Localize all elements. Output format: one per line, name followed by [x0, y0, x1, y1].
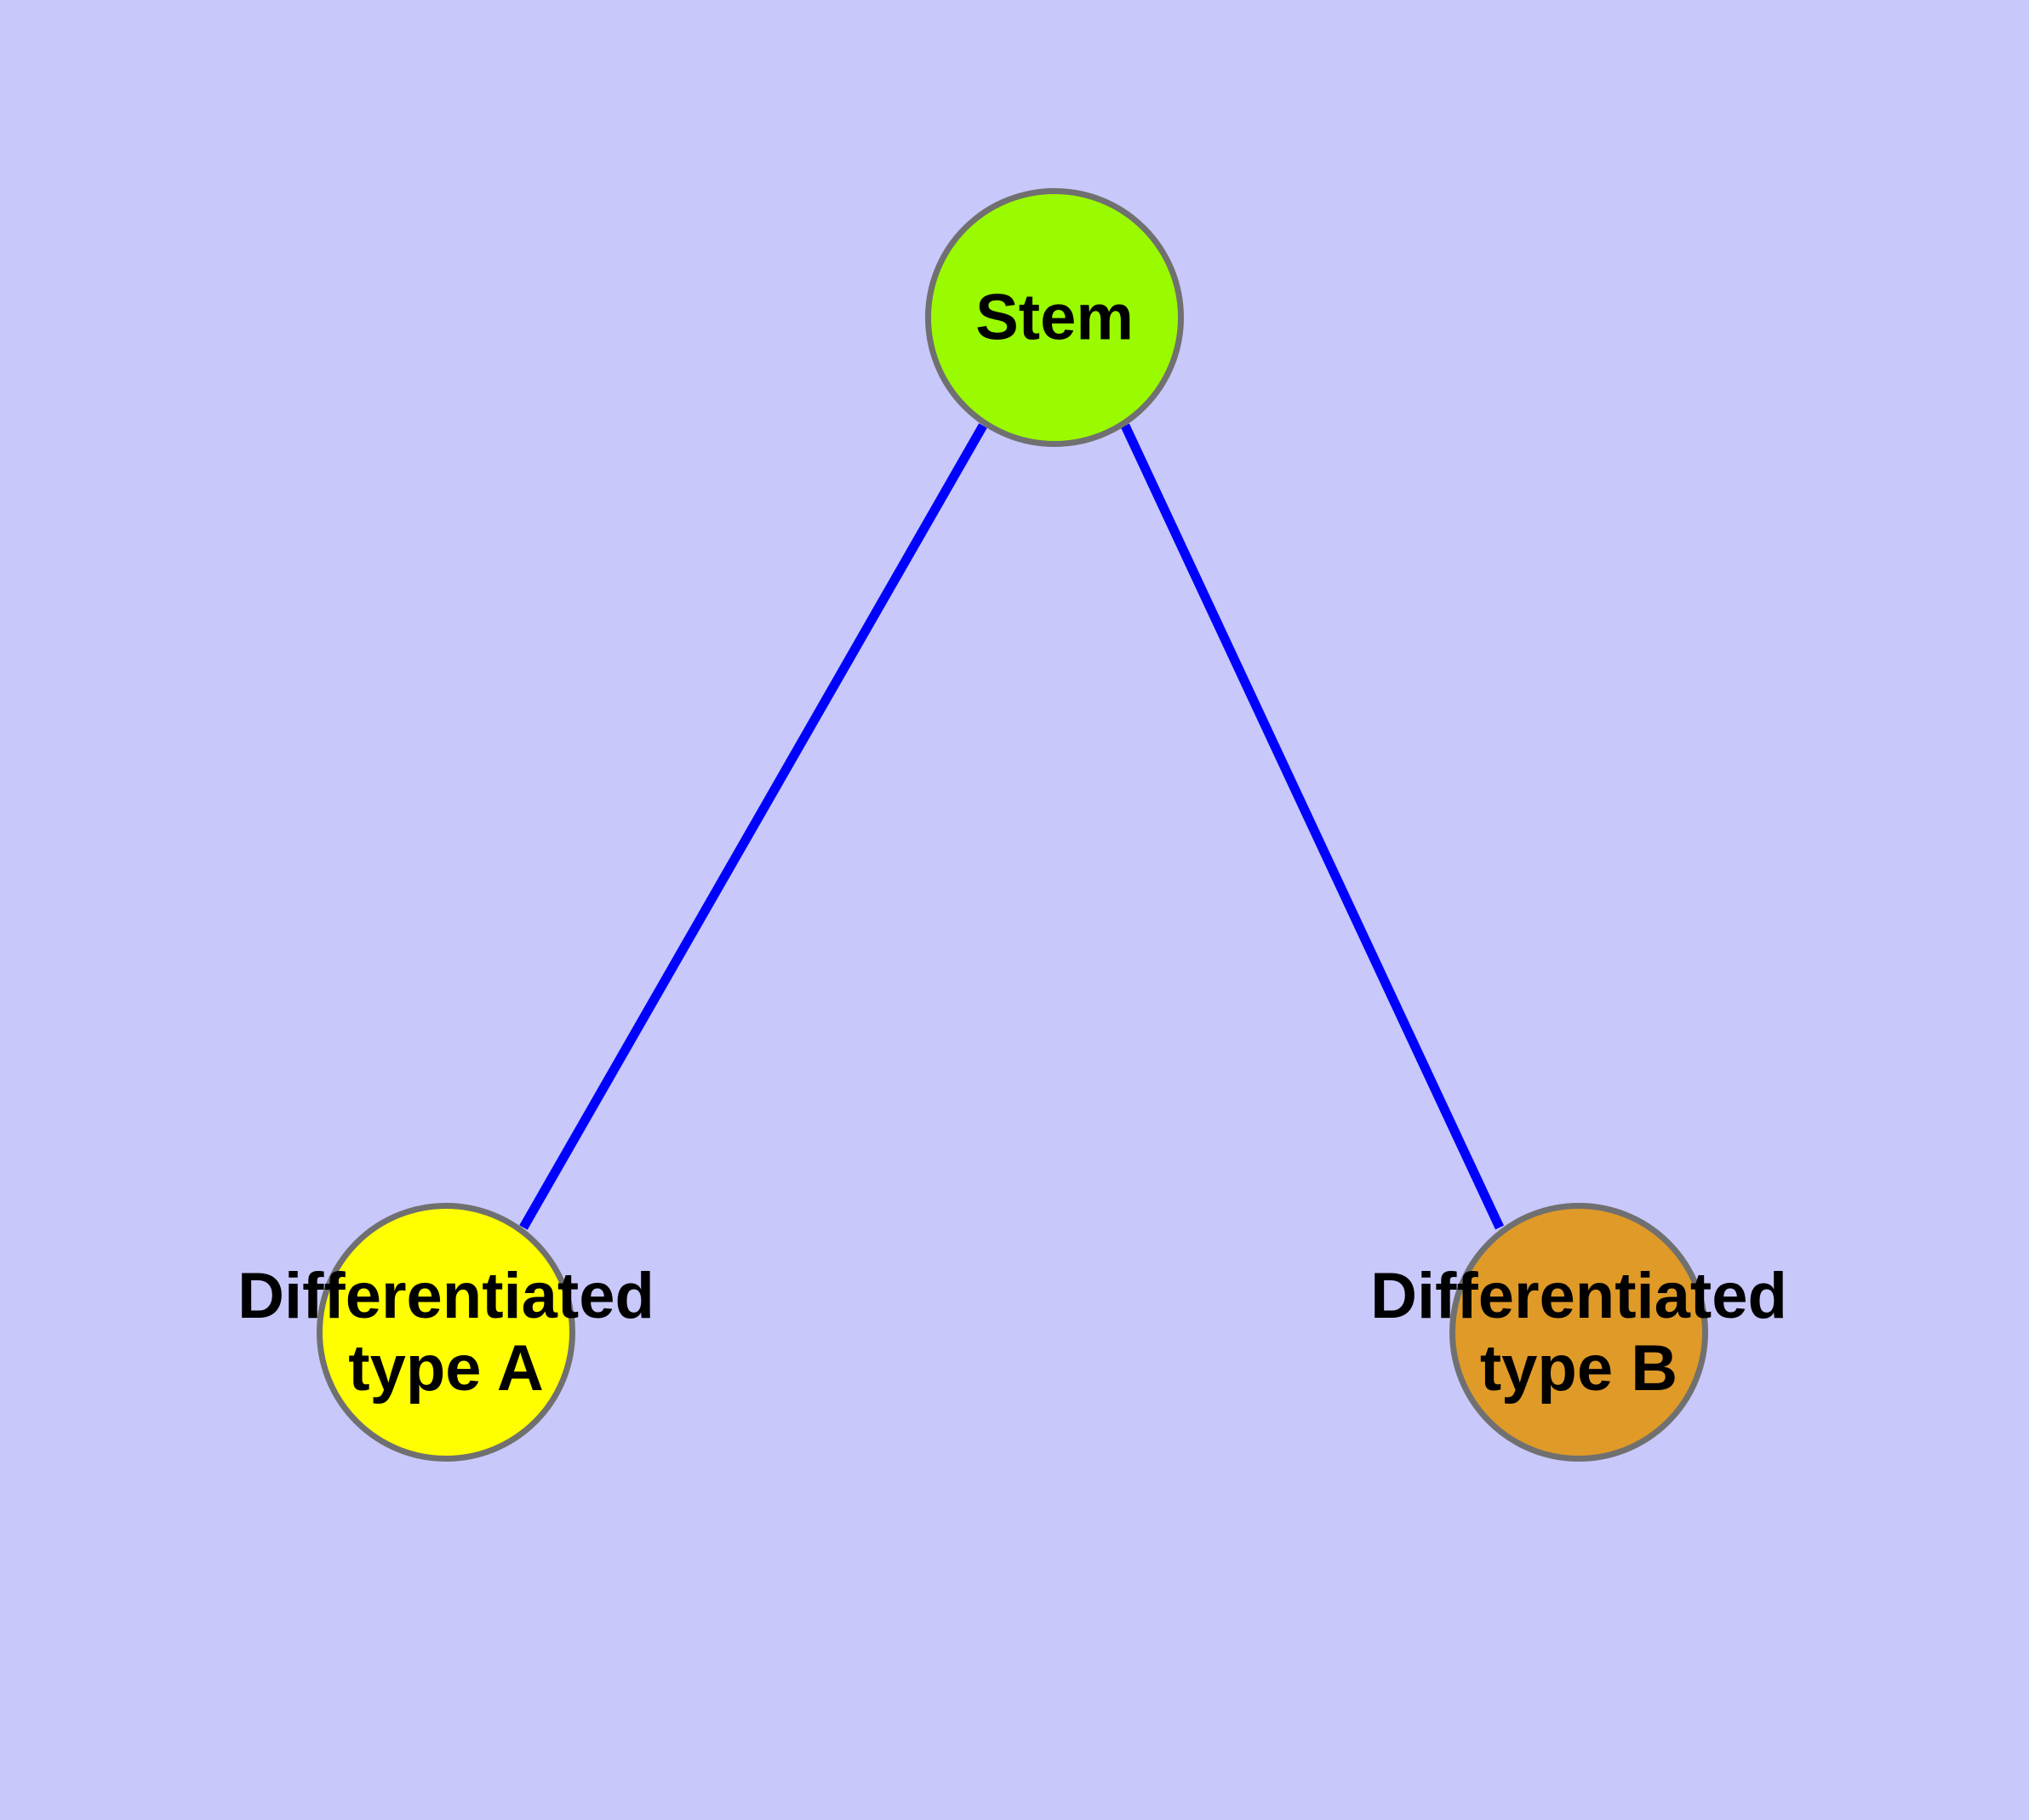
- edge-stem-to-differentiated-type-a: [519, 423, 987, 1230]
- node-stem[interactable]: Stem: [925, 188, 1184, 447]
- node-differentiated-type-a[interactable]: Differentiated type A: [237, 1203, 654, 1462]
- node-differentiated-type-b[interactable]: Differentiated type B: [1370, 1203, 1787, 1462]
- edge-stem-to-differentiated-type-b: [1121, 423, 1504, 1230]
- node-stem-label: Stem: [975, 281, 1134, 354]
